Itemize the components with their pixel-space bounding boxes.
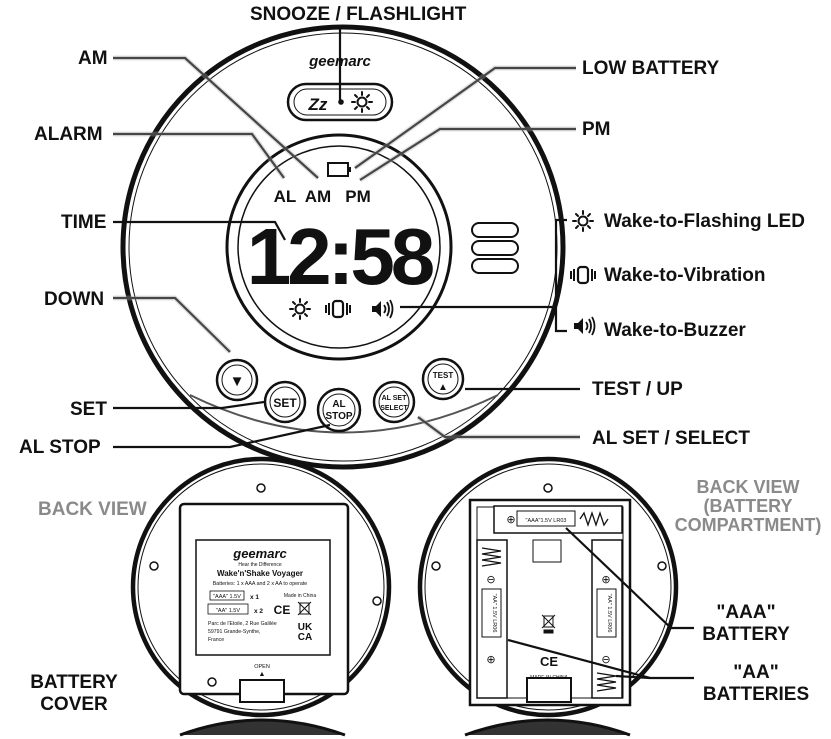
svg-text:"AA" 1.5V LR06: "AA" 1.5V LR06 [606, 594, 612, 633]
cover-latch[interactable] [239, 679, 285, 703]
back-view-right-title-3: COMPARTMENT) [674, 514, 822, 535]
svg-text:⊕: ⊕ [506, 514, 515, 526]
label-set: SET [70, 399, 107, 420]
svg-text:⊕: ⊕ [486, 654, 495, 666]
label-pm: PM [582, 119, 611, 140]
weee-bin-icon [297, 601, 312, 616]
legend-flash-icon [572, 210, 594, 232]
label-time: TIME [61, 212, 107, 233]
lcd-al: AL [274, 187, 297, 206]
svg-text:AL: AL [332, 399, 345, 410]
legend-buzzer-icon [573, 316, 596, 336]
svg-text:"AA" 1.5V LR06: "AA" 1.5V LR06 [491, 594, 497, 633]
label-aaa-battery-2: BATTERY [702, 623, 790, 645]
label-aa-batteries-1: "AA" [733, 662, 779, 683]
label-aaa-battery: "AAA" BATTERY [696, 602, 796, 646]
weee-bin-icon-right [541, 614, 556, 634]
svg-text:SELECT: SELECT [380, 405, 408, 412]
svg-text:geemarc: geemarc [232, 546, 287, 561]
svg-text:x 1: x 1 [250, 594, 259, 601]
snooze-flashlight-button[interactable]: Zz [286, 82, 394, 122]
label-alarm: ALARM [34, 124, 103, 145]
label-am: AM [78, 48, 108, 69]
label-test-up: TEST / UP [592, 379, 683, 400]
svg-text:x 2: x 2 [254, 608, 263, 615]
svg-text:⊖: ⊖ [486, 574, 495, 586]
legend-flash: Wake-to-Flashing LED [604, 211, 805, 232]
svg-text:SET: SET [273, 396, 297, 410]
label-al-set-select: AL SET / SELECT [592, 428, 751, 449]
svg-text:▲: ▲ [438, 382, 448, 393]
label-aaa-battery-1: "AAA" [716, 602, 776, 623]
callout-lines [113, 26, 580, 449]
svg-text:France: France [208, 637, 224, 643]
label-aa-batteries: "AA" BATTERIES [696, 662, 816, 706]
label-down: DOWN [44, 289, 105, 310]
svg-text:Hear the Difference: Hear the Difference [238, 562, 281, 568]
label-battery-cover: BATTERY COVER [24, 672, 124, 716]
label-snooze-flashlight: SNOOZE / FLASHLIGHT [250, 4, 467, 25]
svg-text:MADE IN CHINA: MADE IN CHINA [530, 675, 568, 681]
ce-mark: CE [274, 603, 291, 617]
svg-text:"AA" 1.5V: "AA" 1.5V [216, 608, 240, 614]
svg-text:Wake'n'Shake Voyager: Wake'n'Shake Voyager [217, 569, 303, 578]
svg-text:STOP: STOP [325, 411, 352, 422]
lcd-pm: PM [345, 187, 371, 206]
lcd-time: 12:58 [247, 212, 434, 301]
back-view-left-title: BACK VIEW [38, 499, 147, 520]
svg-text:Batteries: 1 x AAA and 2 x AA: Batteries: 1 x AAA and 2 x AA to operate [213, 581, 308, 587]
back-view-right-title: BACK VIEW (BATTERY COMPARTMENT) [665, 478, 831, 535]
snooze-icon: Zz [308, 95, 328, 114]
label-battery-cover-2: COVER [40, 693, 108, 715]
svg-text:AL SET: AL SET [382, 395, 407, 402]
back-view-left: geemarc Hear the Difference Wake'n'Shake… [130, 456, 392, 737]
down-button[interactable]: ▼ [215, 358, 259, 402]
set-button[interactable]: SET [263, 380, 307, 424]
down-arrow-icon: ▼ [230, 373, 245, 390]
legend-vibration: Wake-to-Vibration [604, 265, 766, 286]
product-label [195, 539, 331, 656]
legend-vibration-icon [569, 265, 597, 285]
back-view-right: "AAA"1.5V LR03 ⊕ "AA" 1.5V LR06 "AA" 1.5… [417, 456, 679, 737]
label-al-stop: AL STOP [19, 437, 101, 458]
speaker-grille [471, 222, 519, 274]
svg-text:⊕: ⊕ [601, 574, 610, 586]
ukca-mark: UK [298, 622, 313, 633]
svg-text:"AAA" 1.5V: "AAA" 1.5V [213, 594, 241, 600]
callout-lines-back [507, 527, 694, 680]
svg-text:Made in China: Made in China [284, 593, 316, 599]
label-low-battery: LOW BATTERY [582, 58, 720, 79]
legend-buzzer: Wake-to-Buzzer [604, 320, 746, 341]
svg-text:"AAA"1.5V LR03: "AAA"1.5V LR03 [526, 518, 567, 524]
svg-text:Parc de l'Etoile, 2 Rue Galilé: Parc de l'Etoile, 2 Rue Galilée [208, 621, 277, 627]
svg-text:OPEN: OPEN [254, 664, 270, 670]
al-set-select-button[interactable]: AL SET SELECT [372, 380, 416, 424]
back-view-right-title-2: (BATTERY [703, 495, 793, 516]
al-stop-button[interactable]: AL STOP [316, 387, 362, 433]
test-up-button[interactable]: TEST ▲ [421, 357, 465, 401]
lcd-bezel [225, 133, 453, 361]
lcd-am: AM [305, 187, 331, 206]
label-battery-cover-1: BATTERY [30, 672, 118, 693]
front-clock: geemarc Zz AL AM PM 12:58 ▼ [120, 24, 566, 470]
label-aa-batteries-2: BATTERIES [702, 683, 810, 705]
svg-text:59791 Grande-Synthe,: 59791 Grande-Synthe, [208, 629, 261, 635]
aaa-battery-slot [493, 505, 623, 534]
back-view-right-title-1: BACK VIEW [696, 477, 800, 497]
ukca-mark-2: CA [298, 632, 312, 643]
svg-text:⊖: ⊖ [601, 654, 610, 666]
ce-mark-right: CE [540, 654, 558, 669]
svg-text:▲: ▲ [259, 671, 266, 678]
callout-lines-grey [113, 55, 580, 440]
svg-text:TEST: TEST [433, 371, 454, 380]
